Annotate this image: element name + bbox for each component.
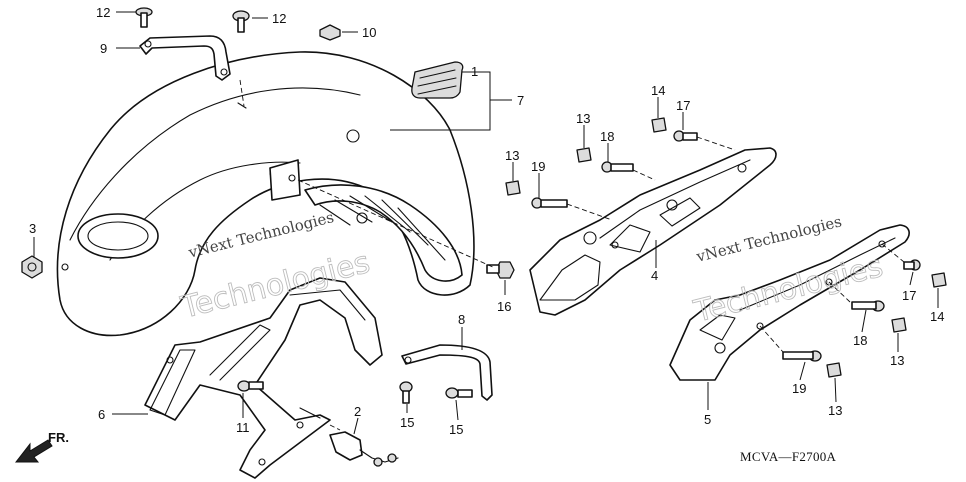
callout-numbers: 12 12 9 10 1 7 3 13 13 14 17 18 19 16 4 … <box>29 5 944 437</box>
collar-14-b <box>931 272 947 288</box>
callout-19-a: 19 <box>531 159 545 174</box>
callout-18-a: 18 <box>600 129 614 144</box>
callout-16: 16 <box>497 299 511 314</box>
watermark-right-line2: Technologies <box>690 249 886 330</box>
callout-19-b: 19 <box>792 381 806 396</box>
callout-18-b: 18 <box>853 333 867 348</box>
callout-13-c: 13 <box>890 353 904 368</box>
wire-harness-2 <box>329 431 399 467</box>
bolt-16 <box>486 261 515 279</box>
bolt-19-b <box>782 350 822 362</box>
callout-14-b: 14 <box>930 309 944 324</box>
callout-12-left: 12 <box>96 5 110 20</box>
bolt-19-a <box>531 197 568 209</box>
leader-lines <box>33 11 939 435</box>
callout-15-left: 15 <box>400 415 414 430</box>
bolt-12-right <box>232 10 250 33</box>
nut-3 <box>21 255 43 279</box>
bolt-17-a <box>673 130 698 142</box>
rear-fender <box>56 51 475 337</box>
collar-13-d <box>826 362 842 378</box>
collar-13-b <box>505 180 521 196</box>
callout-15-right: 15 <box>449 422 463 437</box>
reflector-1 <box>411 61 464 99</box>
bolt-17-b <box>903 259 921 271</box>
bolt-11 <box>237 380 264 392</box>
callout-7: 7 <box>517 93 524 108</box>
front-direction-indicator: FR. <box>14 430 69 463</box>
callout-9: 9 <box>100 41 107 56</box>
front-arrow-icon <box>14 439 53 463</box>
callout-17-a: 17 <box>676 98 690 113</box>
front-direction-label: FR. <box>48 430 69 445</box>
callout-6: 6 <box>98 407 105 422</box>
callout-14-a: 14 <box>651 83 665 98</box>
bolt-15-right <box>445 387 473 399</box>
callout-4: 4 <box>651 268 658 283</box>
collar-14-a <box>651 117 667 133</box>
callout-5: 5 <box>704 412 711 427</box>
callout-12-right: 12 <box>272 11 286 26</box>
rear-frame-6 <box>144 277 383 479</box>
nut-10 <box>319 24 341 41</box>
callout-13-a: 13 <box>576 111 590 126</box>
callout-17-b: 17 <box>902 288 916 303</box>
callout-2: 2 <box>354 404 361 419</box>
collar-13-c <box>891 317 907 333</box>
watermark-right-line1: vNext Technologies <box>694 212 844 266</box>
bolt-18-a <box>601 161 634 173</box>
callout-3: 3 <box>29 221 36 236</box>
bolt-18-b <box>851 300 885 312</box>
callout-13-b: 13 <box>505 148 519 163</box>
diagram-code: MCVA—F2700A <box>740 449 837 464</box>
callout-13-d: 13 <box>828 403 842 418</box>
bolt-15-left <box>399 381 413 404</box>
bolt-12-left <box>135 7 153 28</box>
callout-11: 11 <box>236 420 250 435</box>
side-cover-5 <box>669 224 910 381</box>
callout-8: 8 <box>458 312 465 327</box>
callout-10: 10 <box>362 25 376 40</box>
callout-1: 1 <box>471 64 478 79</box>
collar-13-a <box>576 147 592 163</box>
side-cover-4 <box>529 147 777 316</box>
fender-stay-9 <box>139 35 231 81</box>
bracket-8 <box>401 344 493 401</box>
